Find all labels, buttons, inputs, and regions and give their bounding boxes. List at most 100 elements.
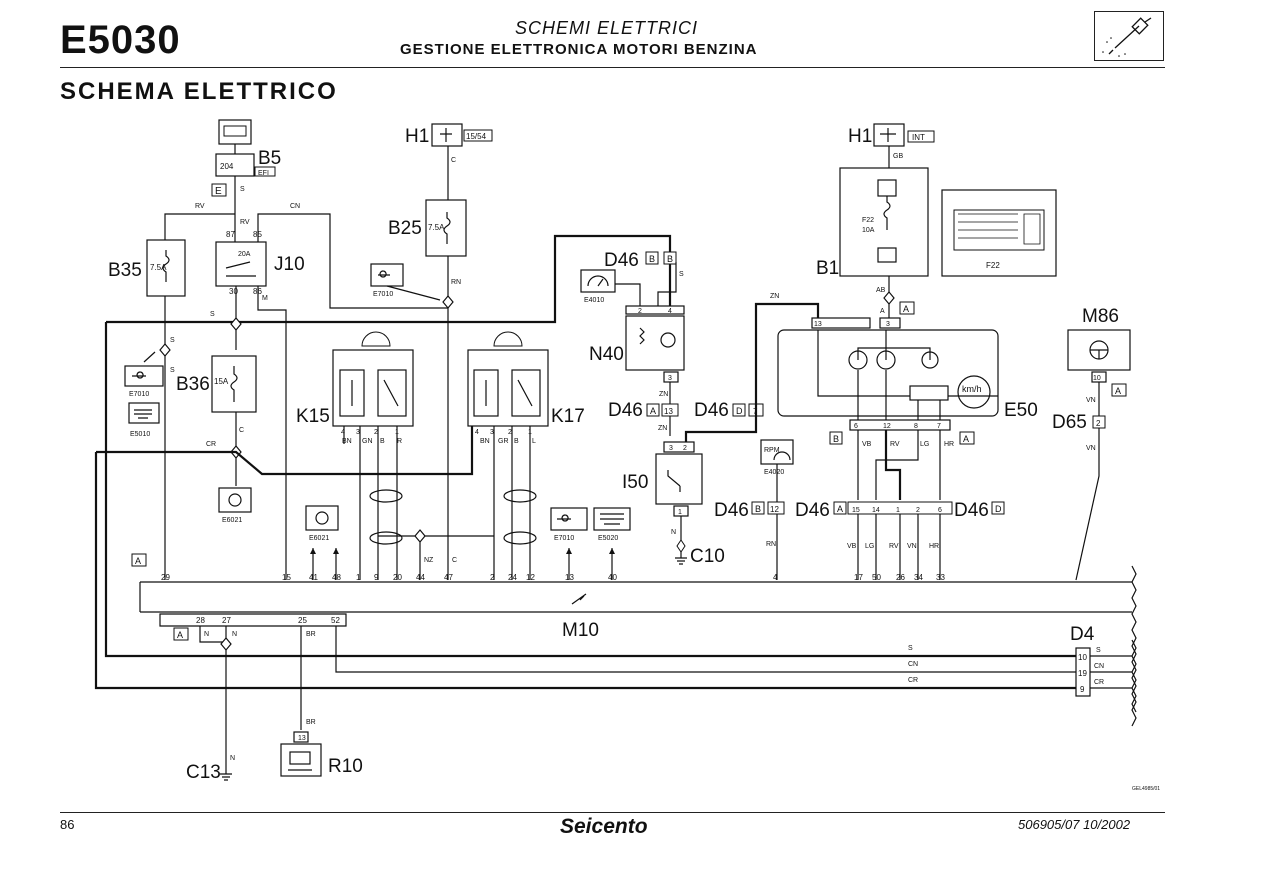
svg-text:E4020: E4020 [764, 469, 784, 476]
svg-text:HR: HR [944, 441, 954, 448]
svg-text:E7010: E7010 [554, 535, 574, 542]
svg-text:9: 9 [1080, 685, 1085, 694]
document-reference: 506905/07 10/2002 [1018, 817, 1131, 832]
ecu-pin-low: 25 [298, 616, 307, 625]
svg-text:B: B [833, 434, 839, 444]
svg-text:RV: RV [890, 441, 900, 448]
document-category: SCHEMI ELETTRICI GESTIONE ELETTRONICA MO… [400, 18, 940, 58]
fuse-b36: 15A B36 [176, 355, 257, 413]
svg-text:R: R [397, 438, 402, 445]
connector-d46-b12: D46 B 12 [714, 500, 785, 521]
ecu-pin: 47 [444, 573, 453, 582]
svg-text:B: B [755, 504, 761, 514]
svg-text:BN: BN [342, 438, 352, 445]
svg-text:3: 3 [490, 429, 494, 436]
svg-text:F22: F22 [862, 217, 874, 224]
ecu-pin: 9 [374, 573, 379, 582]
svg-text:B5: B5 [258, 148, 281, 169]
svg-text:A: A [837, 504, 843, 514]
svg-text:N: N [204, 631, 209, 638]
tag-e [211, 183, 227, 197]
svg-text:D46: D46 [954, 500, 989, 521]
svg-text:RPM: RPM [764, 447, 780, 454]
svg-text:R10: R10 [328, 756, 363, 777]
svg-text:CR: CR [908, 677, 918, 684]
svg-text:15A: 15A [214, 377, 229, 386]
connector-d46-d7: D46 D 7 [694, 400, 764, 421]
svg-text:A: A [880, 308, 885, 315]
svg-text:VN: VN [1086, 397, 1096, 404]
brand-name: Seicento [560, 815, 648, 838]
svg-text:ZN: ZN [770, 293, 779, 300]
fuse-b25: 7.5A B25 [388, 199, 467, 257]
svg-text:2: 2 [916, 507, 920, 514]
svg-text:E7010: E7010 [373, 291, 393, 298]
svg-text:B35: B35 [108, 260, 142, 281]
ecu-pin: 15 [282, 573, 291, 582]
svg-text:F22: F22 [986, 261, 1000, 270]
indicator-e5010: E5010 [128, 402, 160, 438]
svg-text:4: 4 [668, 308, 672, 315]
lamp-e6021: E6021 [218, 487, 252, 524]
svg-text:10A: 10A [862, 227, 875, 234]
svg-text:GB: GB [893, 153, 903, 160]
fusebox-b1: F22 10A B1 [816, 167, 929, 279]
battery-symbol [218, 119, 252, 154]
ecu-pin: 41 [309, 573, 318, 582]
svg-text:S: S [170, 337, 175, 344]
footer-rule [60, 812, 1165, 813]
instrument-cluster-e50: km/h E50 [777, 329, 1038, 421]
svg-text:S: S [908, 645, 913, 652]
svg-text:L: L [532, 438, 536, 445]
svg-text:10: 10 [1093, 375, 1101, 382]
svg-text:30: 30 [229, 287, 238, 296]
ecu-pin: 40 [608, 573, 617, 582]
svg-text:2: 2 [374, 429, 378, 436]
connector-d65: D65 2 [1052, 412, 1106, 433]
svg-text:N: N [232, 631, 237, 638]
svg-text:12: 12 [883, 423, 891, 430]
switch-i50: I50 [622, 453, 703, 505]
svg-text:13: 13 [298, 735, 306, 742]
svg-text:NZ: NZ [424, 557, 434, 564]
svg-text:H1: H1 [405, 126, 429, 147]
svg-text:E6021: E6021 [222, 517, 242, 524]
svg-text:VN: VN [1086, 445, 1096, 452]
ecu-pin: 17 [854, 573, 863, 582]
svg-text:E4010: E4010 [584, 297, 604, 304]
switch-h1-left: H1 15/54 [405, 123, 493, 147]
svg-text:C13: C13 [186, 762, 221, 783]
svg-text:E7010: E7010 [129, 391, 149, 398]
svg-text:12: 12 [770, 505, 779, 514]
svg-text:CN: CN [290, 203, 300, 210]
svg-text:13: 13 [664, 407, 673, 416]
svg-text:C: C [451, 157, 456, 164]
svg-text:3: 3 [669, 445, 673, 452]
svg-text:14: 14 [872, 507, 880, 514]
svg-text:87: 87 [226, 230, 235, 239]
svg-text:D46: D46 [714, 500, 749, 521]
svg-text:EFI: EFI [258, 170, 269, 177]
connector-d46-b: D46 B B [604, 250, 677, 271]
svg-text:2: 2 [508, 429, 512, 436]
svg-text:S: S [210, 311, 215, 318]
document-code: E5030 [60, 18, 181, 62]
relay-k15: K15 4 3 2 1 [296, 331, 414, 436]
svg-text:K15: K15 [296, 406, 330, 427]
svg-text:1: 1 [678, 509, 682, 516]
svg-text:7: 7 [937, 423, 941, 430]
svg-text:3: 3 [668, 375, 672, 382]
ecu-pin: 34 [914, 573, 923, 582]
svg-text:RN: RN [766, 541, 776, 548]
sensor-n40: N40 [589, 315, 685, 371]
svg-text:B: B [514, 438, 519, 445]
svg-text:CR: CR [206, 441, 216, 448]
svg-text:B36: B36 [176, 374, 210, 395]
svg-text:A: A [1115, 386, 1121, 396]
svg-text:S: S [170, 367, 175, 374]
svg-text:H1: H1 [848, 126, 872, 147]
fuse-b5: 204 B5 EFI [215, 148, 281, 177]
svg-text:B: B [649, 254, 655, 264]
svg-text:E50: E50 [1004, 400, 1038, 421]
